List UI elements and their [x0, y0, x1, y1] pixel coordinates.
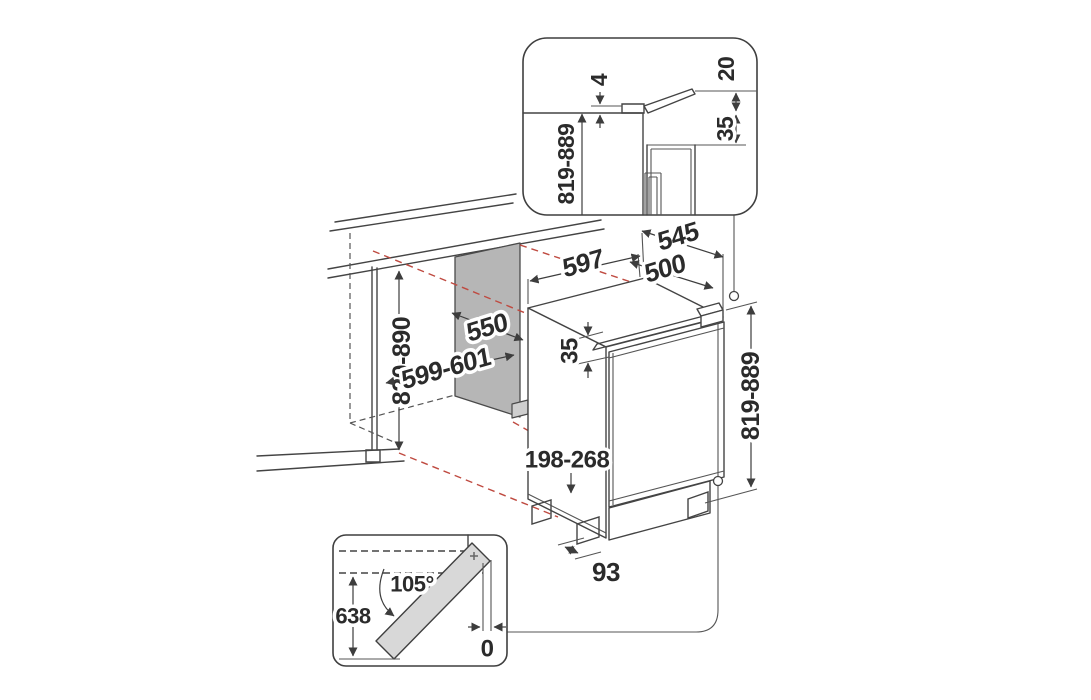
recess-depth-dim-line [629, 260, 714, 290]
floor-edge [256, 448, 400, 457]
top-clearance-label: 35 [712, 116, 738, 141]
recess-depth-label: 500 [642, 247, 688, 289]
door-opening-inset: 105° 638 0 [332, 534, 508, 667]
wall-edge-line [329, 202, 514, 232]
top-gap-label: 35 [557, 338, 584, 364]
appliance-door [608, 321, 725, 508]
kitchen-counter [256, 193, 605, 472]
zero-gap-extension-lines [482, 560, 492, 631]
worktop-front-edge [327, 228, 605, 279]
leaders [507, 215, 740, 633]
vent-height-label: 20 [713, 57, 739, 82]
red-alignment-line [398, 452, 559, 518]
flap-gap-label: 4 [586, 73, 612, 86]
door-section-lines [644, 172, 662, 215]
worktop-depth-dim-line [641, 229, 724, 259]
vent-flap-hinge [621, 103, 645, 114]
hinge-height-label: 638 [335, 604, 370, 629]
door-top-line [608, 327, 725, 359]
zero-gap-label: 0 [481, 636, 494, 663]
opening-angle-label: 105° [390, 572, 434, 597]
wall-edge-line [334, 193, 517, 223]
cabinet-foot [365, 449, 381, 463]
extension-line [704, 301, 758, 504]
appliance [527, 277, 725, 545]
floor-edge [256, 460, 405, 472]
appliance-width-label: 597 [560, 242, 605, 283]
extension-line [572, 331, 610, 366]
top-trim-rail [592, 320, 707, 351]
plinth-height-label: 198-268 [525, 447, 610, 474]
leader-dot [728, 290, 740, 302]
appliance-height-label: 819-889 [737, 352, 765, 440]
plinth-recess-label: 93 [592, 557, 620, 587]
door-bottom-line [608, 470, 725, 502]
appliance-foot [576, 516, 600, 545]
appliance-section-outer [646, 144, 696, 216]
side-face-bottom-line [527, 493, 607, 534]
door-pivot-plus-icon [470, 552, 478, 560]
extension-line [557, 537, 602, 560]
top-detail-inset: 4 20 35 819-889 [522, 37, 758, 216]
vent-flap [643, 88, 696, 114]
appliance-foot [531, 499, 552, 525]
hidden-niche-bottom-edge [349, 422, 397, 444]
opening-angle-arc [379, 568, 395, 617]
leader-dot [712, 475, 724, 487]
appliance-section-inner [650, 148, 692, 215]
plinth-recess-dim-line [564, 545, 579, 555]
appliance-foot [687, 491, 709, 519]
top-trim-rail [596, 316, 701, 345]
overall-height-label: 819-889 [553, 124, 579, 205]
door-handle-block [700, 309, 724, 328]
leader-line-door-inset [507, 486, 719, 633]
appliance-width-dim-line [529, 253, 641, 284]
panel-depth-dim-line [451, 311, 524, 342]
worktop-front-edge [327, 219, 602, 270]
niche-width-dim-line [385, 352, 515, 386]
plinth-recess [608, 480, 711, 541]
